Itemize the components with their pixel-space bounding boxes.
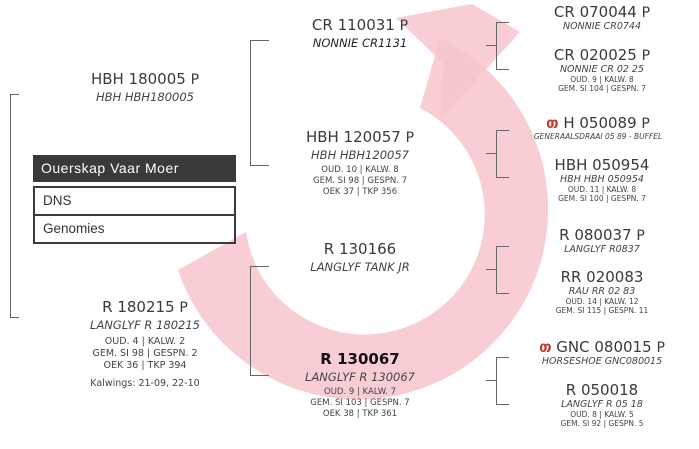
gen3-d2-stat: OUD. 8 | KALW. 5 xyxy=(512,410,692,419)
menu-header: Ouerskap Vaar Moer xyxy=(33,155,236,182)
bracket-gen2-bottom xyxy=(250,266,269,376)
gen2-b-stat: OUD. 10 | KALW. 8 xyxy=(290,165,430,176)
gen2-d-card[interactable]: R 130067 LANGLYF R 130067 OUD. 9 | KALW.… xyxy=(290,350,430,420)
gen2-b-alias: HBH HBH120057 xyxy=(290,148,430,162)
gen3-b1-card[interactable]: თ H 050089 P GENERAALSDRAAI 05 89 - BUFF… xyxy=(498,114,698,141)
dam-stat: OUD. 4 | KALW. 2 xyxy=(45,336,245,348)
dam-alias: LANGLYF R 180215 xyxy=(45,318,245,332)
gen2-c-card[interactable]: R 130166 LANGLYF TANK JR xyxy=(290,240,430,274)
gen3-c2-stat: GEM. SI 115 | GESPN. 11 xyxy=(512,306,692,315)
gen3-c1-alias: LANGLYF R0837 xyxy=(512,244,692,255)
gen3-a2-card[interactable]: CR 020025 P NONNIE CR 02 25 OUD. 9 | KAL… xyxy=(512,46,692,93)
parentage-menu: Ouerskap Vaar Moer DNS Genomies xyxy=(33,155,236,244)
gen2-c-name: R 130166 xyxy=(290,240,430,258)
gen3-c2-alias: RAU RR 02 83 xyxy=(512,286,692,297)
bracket-gen3-a xyxy=(496,22,509,70)
gen2-d-alias: LANGLYF R 130067 xyxy=(290,370,430,384)
menu-header-label: Ouerskap Vaar Moer xyxy=(41,160,179,176)
gnc-marker-icon: თ xyxy=(546,114,558,132)
gen2-b-name: HBH 120057 P xyxy=(290,128,430,146)
sire-name: HBH 180005 P xyxy=(55,70,235,88)
menu-item-label: Genomies xyxy=(43,221,105,236)
gen3-d1-card[interactable]: თ GNC 080015 P HORSESHOE GNC080015 xyxy=(505,338,699,367)
menu-item-genomies[interactable]: Genomies xyxy=(33,215,236,244)
gen3-c2-name: RR 020083 xyxy=(512,268,692,286)
gen2-b-stat: OEK 37 | TKP 356 xyxy=(290,187,430,198)
gen3-a1-card[interactable]: CR 070044 P NONNIE CR0744 xyxy=(512,3,692,32)
dam-stat: GEM. SI 98 | GESPN. 2 xyxy=(45,348,245,360)
bracket-gen3-d-stem xyxy=(486,380,496,381)
gen3-a1-name: CR 070044 P xyxy=(512,3,692,21)
gen3-b2-alias: HBH HBH 050954 xyxy=(512,174,692,185)
gen3-b2-stat: GEM. SI 100 | GESPN. 7 xyxy=(512,194,692,203)
menu-item-label: DNS xyxy=(43,193,72,208)
menu-item-dns[interactable]: DNS xyxy=(33,186,236,215)
gen2-b-stat: GEM. SI 98 | GESPN. 7 xyxy=(290,176,430,187)
gen2-a-alias: NONNIE CR1131 xyxy=(290,36,430,50)
gen3-a2-stat: GEM. SI 104 | GESPN. 7 xyxy=(512,84,692,93)
gen3-c1-name: R 080037 P xyxy=(512,226,692,244)
gen3-d2-alias: LANGLYF R 05 18 xyxy=(512,399,692,410)
dam-calvings: Kalwings: 21-09, 22-10 xyxy=(45,378,245,390)
bracket-gen1 xyxy=(10,94,19,318)
dam-card[interactable]: R 180215 P LANGLYF R 180215 OUD. 4 | KAL… xyxy=(45,298,245,390)
bracket-gen3-c-stem xyxy=(486,269,496,270)
gen2-b-card[interactable]: HBH 120057 P HBH HBH120057 OUD. 10 | KAL… xyxy=(290,128,430,198)
gen3-a1-alias: NONNIE CR0744 xyxy=(512,21,692,32)
gen2-a-name: CR 110031 P xyxy=(290,16,430,34)
gen2-d-name: R 130067 xyxy=(290,350,430,368)
gen3-d2-card[interactable]: R 050018 LANGLYF R 05 18 OUD. 8 | KALW. … xyxy=(512,381,692,428)
gen3-d1-name: თ GNC 080015 P xyxy=(505,338,699,356)
bracket-gen2-top xyxy=(250,40,269,166)
gen3-a2-alias: NONNIE CR 02 25 xyxy=(512,64,692,75)
sire-card[interactable]: HBH 180005 P HBH HBH180005 xyxy=(55,70,235,104)
gen2-d-stat: GEM. SI 103 | GESPN. 7 xyxy=(290,398,430,409)
gen2-a-card[interactable]: CR 110031 P NONNIE CR1131 xyxy=(290,16,430,50)
gen2-d-stat: OUD. 9 | KALW. 7 xyxy=(290,387,430,398)
bracket-gen3-a-stem xyxy=(486,45,496,46)
gen3-b2-name: HBH 050954 xyxy=(512,156,692,174)
gen3-b2-stat: OUD. 11 | KALW. 8 xyxy=(512,185,692,194)
gen3-a2-name: CR 020025 P xyxy=(512,46,692,64)
dam-stat: OEK 36 | TKP 394 xyxy=(45,360,245,372)
gen3-a2-stat: OUD. 9 | KALW. 8 xyxy=(512,75,692,84)
gnc-marker-icon: თ xyxy=(539,338,551,356)
gen3-c2-stat: OUD. 14 | KALW. 12 xyxy=(512,297,692,306)
gen3-c2-card[interactable]: RR 020083 RAU RR 02 83 OUD. 14 | KALW. 1… xyxy=(512,268,692,315)
bracket-gen3-b-stem xyxy=(486,153,496,154)
gen3-b2-card[interactable]: HBH 050954 HBH HBH 050954 OUD. 11 | KALW… xyxy=(512,156,692,203)
bracket-gen3-c xyxy=(496,246,509,294)
gen2-d-stat: OEK 38 | TKP 361 xyxy=(290,409,430,420)
gen3-d2-name: R 050018 xyxy=(512,381,692,399)
sire-alias: HBH HBH180005 xyxy=(55,90,235,104)
dam-name: R 180215 P xyxy=(45,298,245,316)
gen3-b1-name: თ H 050089 P xyxy=(498,114,698,132)
gen3-d2-stat: GEM. SI 92 | GESPN. 5 xyxy=(512,419,692,428)
gen3-c1-card[interactable]: R 080037 P LANGLYF R0837 xyxy=(512,226,692,255)
gen2-c-alias: LANGLYF TANK JR xyxy=(290,260,430,274)
gen3-b1-alias: GENERAALSDRAAI 05 89 - BUFFEL xyxy=(498,132,698,141)
gen3-d1-alias: HORSESHOE GNC080015 xyxy=(505,356,699,367)
